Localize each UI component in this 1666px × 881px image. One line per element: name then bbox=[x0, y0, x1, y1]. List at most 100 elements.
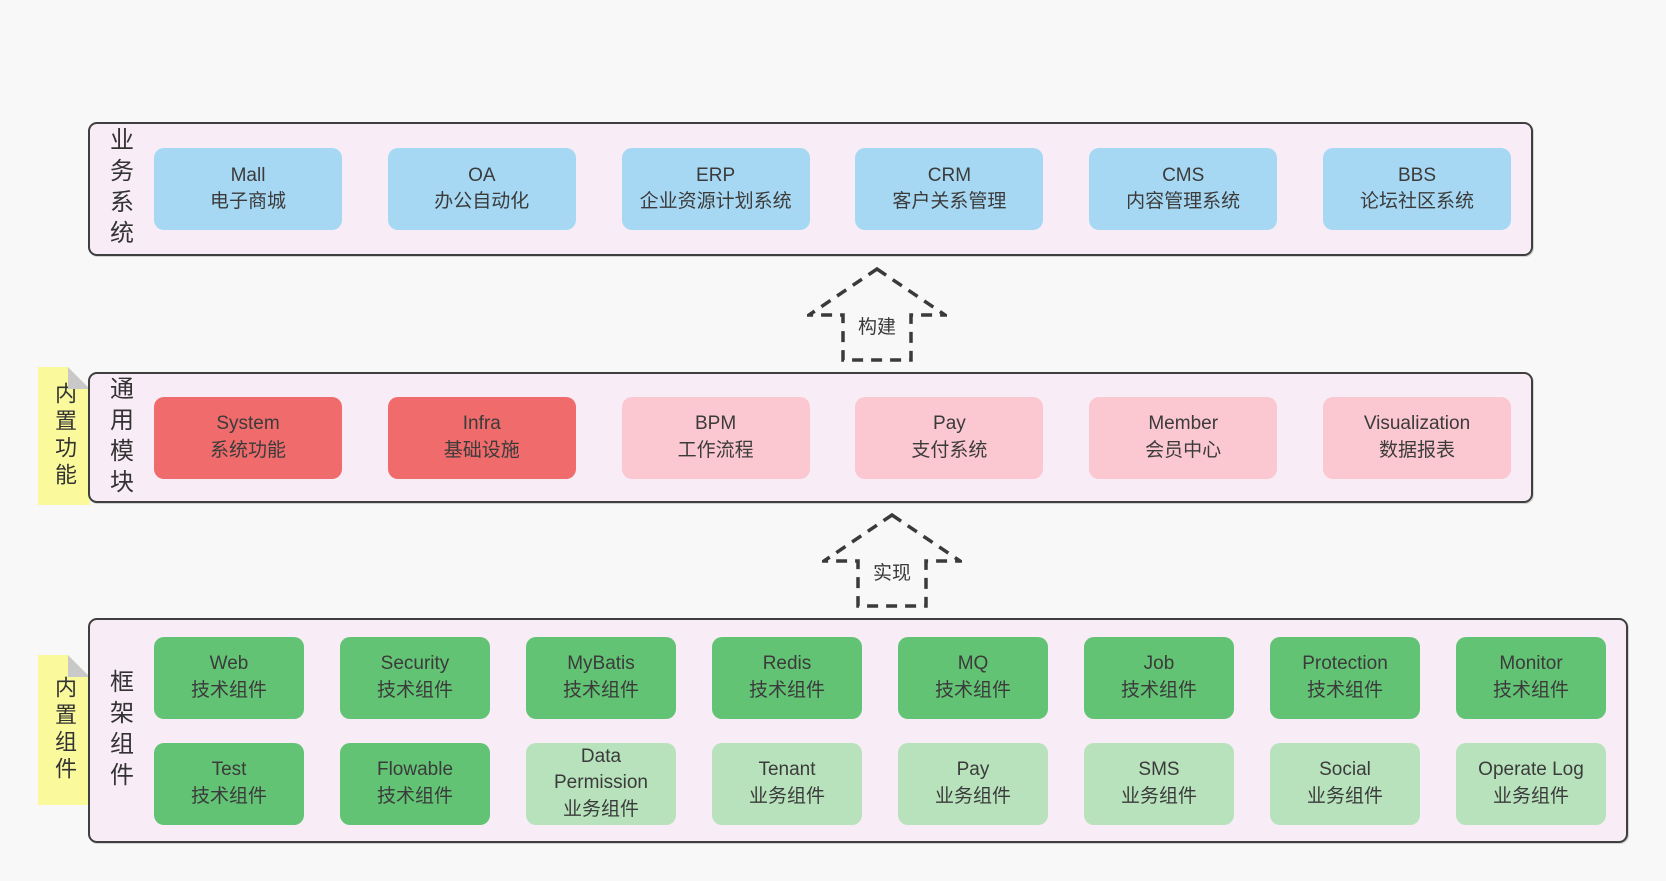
build-arrow: 构建 bbox=[807, 266, 947, 362]
box-oa: OA 办公自动化 bbox=[387, 148, 576, 230]
box-title: CRM bbox=[927, 164, 972, 186]
box-protection: Protection 技术组件 bbox=[1270, 636, 1420, 719]
box-title: Security bbox=[380, 653, 450, 675]
box-title: Monitor bbox=[1499, 653, 1563, 675]
box-subtitle: 办公自动化 bbox=[434, 191, 530, 212]
build-arrow-label: 构建 bbox=[854, 312, 900, 339]
box-bbs: BBS 论坛社区系统 bbox=[1322, 148, 1511, 230]
box-subtitle: 技术组件 bbox=[748, 679, 825, 701]
sticky-note-builtin-features: 内置功能 bbox=[38, 367, 90, 505]
box-subtitle: 系统功能 bbox=[209, 439, 286, 461]
box-mall: Mall 电子商城 bbox=[154, 148, 342, 230]
box-title: Data Permission bbox=[554, 746, 648, 794]
sticky-note-label: 内置功能 bbox=[52, 382, 77, 490]
box-operate-log: Operate Log 业务组件 bbox=[1456, 742, 1606, 825]
box-subtitle: 会员中心 bbox=[1145, 439, 1222, 461]
box-title: Web bbox=[209, 653, 249, 675]
box-visualization: Visualization 数据报表 bbox=[1322, 396, 1511, 479]
business-boxes-row: Mall 电子商城 OA 办公自动化 ERP 企业资源计划系统 CRM 客户关系管理 CMS 内容… bbox=[148, 124, 1531, 254]
panel-title-framework: 框架组件 bbox=[105, 668, 133, 793]
box-title: Operate Log bbox=[1478, 759, 1584, 781]
box-title: Social bbox=[1319, 759, 1371, 781]
box-subtitle: 技术组件 bbox=[934, 679, 1011, 701]
box-subtitle: 技术组件 bbox=[376, 785, 453, 807]
folded-corner bbox=[68, 655, 90, 677]
box-subtitle: 业务组件 bbox=[1120, 785, 1197, 807]
box-subtitle: 客户关系管理 bbox=[892, 191, 1007, 212]
box-title: MQ bbox=[957, 653, 989, 675]
box-subtitle: 基础设施 bbox=[443, 439, 520, 461]
box-title: ERP bbox=[696, 164, 736, 186]
box-subtitle: 业务组件 bbox=[562, 798, 639, 820]
box-title: OA bbox=[468, 164, 496, 186]
box-subtitle: 数据报表 bbox=[1378, 439, 1455, 461]
box-subtitle: 业务组件 bbox=[748, 785, 825, 807]
box-title: Tenant bbox=[758, 759, 816, 781]
box-title: Mall bbox=[230, 164, 266, 186]
business-systems-panel: 业务系统 Mall 电子商城 OA 办公自动化 ERP 企业资源计划系统 CRM 客户关系管理… bbox=[88, 122, 1533, 256]
box-subtitle: 技术组件 bbox=[562, 679, 639, 701]
box-title: System bbox=[216, 413, 280, 435]
box-flowable: Flowable 技术组件 bbox=[340, 742, 490, 825]
box-subtitle: 电子商城 bbox=[209, 191, 286, 212]
box-title: MyBatis bbox=[567, 653, 635, 675]
implement-arrow: 实现 bbox=[822, 512, 962, 608]
dashed-up-arrow-icon bbox=[807, 266, 947, 362]
box-title: Pay bbox=[956, 759, 990, 781]
box-title: Redis bbox=[762, 653, 812, 675]
box-title: CMS bbox=[1162, 164, 1205, 186]
box-subtitle: 业务组件 bbox=[1492, 785, 1569, 807]
box-subtitle: 企业资源计划系统 bbox=[639, 191, 792, 212]
sticky-note-builtin-components: 内置组件 bbox=[38, 655, 90, 805]
box-subtitle: 技术组件 bbox=[1306, 679, 1383, 701]
box-pay: Pay 业务组件 bbox=[898, 742, 1048, 825]
box-crm: CRM 客户关系管理 bbox=[855, 148, 1044, 230]
panel-title-business: 业务系统 bbox=[105, 127, 133, 251]
box-subtitle: 工作流程 bbox=[677, 439, 754, 461]
box-subtitle: 支付系统 bbox=[911, 439, 988, 461]
box-system: System 系统功能 bbox=[154, 396, 342, 479]
dashed-up-arrow-icon bbox=[822, 512, 962, 608]
box-title: Protection bbox=[1302, 653, 1388, 675]
sticky-note-label: 内置组件 bbox=[52, 676, 77, 784]
box-pay: Pay 支付系统 bbox=[855, 396, 1044, 479]
box-job: Job 技术组件 bbox=[1084, 636, 1234, 719]
box-title: Flowable bbox=[376, 759, 454, 781]
box-subtitle: 内容管理系统 bbox=[1126, 191, 1241, 212]
box-redis: Redis 技术组件 bbox=[712, 636, 862, 719]
box-erp: ERP 企业资源计划系统 bbox=[621, 148, 810, 230]
box-subtitle: 技术组件 bbox=[1492, 679, 1569, 701]
panel-title-modules: 通用模块 bbox=[105, 375, 133, 500]
box-monitor: Monitor 技术组件 bbox=[1456, 636, 1606, 719]
box-subtitle: 论坛社区系统 bbox=[1359, 191, 1474, 212]
box-sms: SMS 业务组件 bbox=[1084, 742, 1234, 825]
box-subtitle: 业务组件 bbox=[934, 785, 1011, 807]
box-subtitle: 技术组件 bbox=[190, 785, 267, 807]
box-title: Job bbox=[1143, 653, 1175, 675]
box-test: Test 技术组件 bbox=[154, 742, 304, 825]
box-tenant: Tenant 业务组件 bbox=[712, 742, 862, 825]
box-cms: CMS 内容管理系统 bbox=[1089, 148, 1278, 230]
box-mq: MQ 技术组件 bbox=[898, 636, 1048, 719]
box-subtitle: 业务组件 bbox=[1306, 785, 1383, 807]
folded-corner bbox=[68, 367, 90, 389]
box-subtitle: 技术组件 bbox=[1120, 679, 1197, 701]
box-data-permission: Data Permission 业务组件 bbox=[526, 742, 676, 825]
box-title: SMS bbox=[1138, 759, 1180, 781]
box-title: Test bbox=[211, 759, 247, 781]
box-title: Visualization bbox=[1363, 413, 1471, 435]
box-title: Pay bbox=[933, 413, 966, 435]
box-social: Social 业务组件 bbox=[1270, 742, 1420, 825]
box-title: BBS bbox=[1397, 164, 1436, 186]
implement-arrow-label: 实现 bbox=[869, 558, 915, 585]
